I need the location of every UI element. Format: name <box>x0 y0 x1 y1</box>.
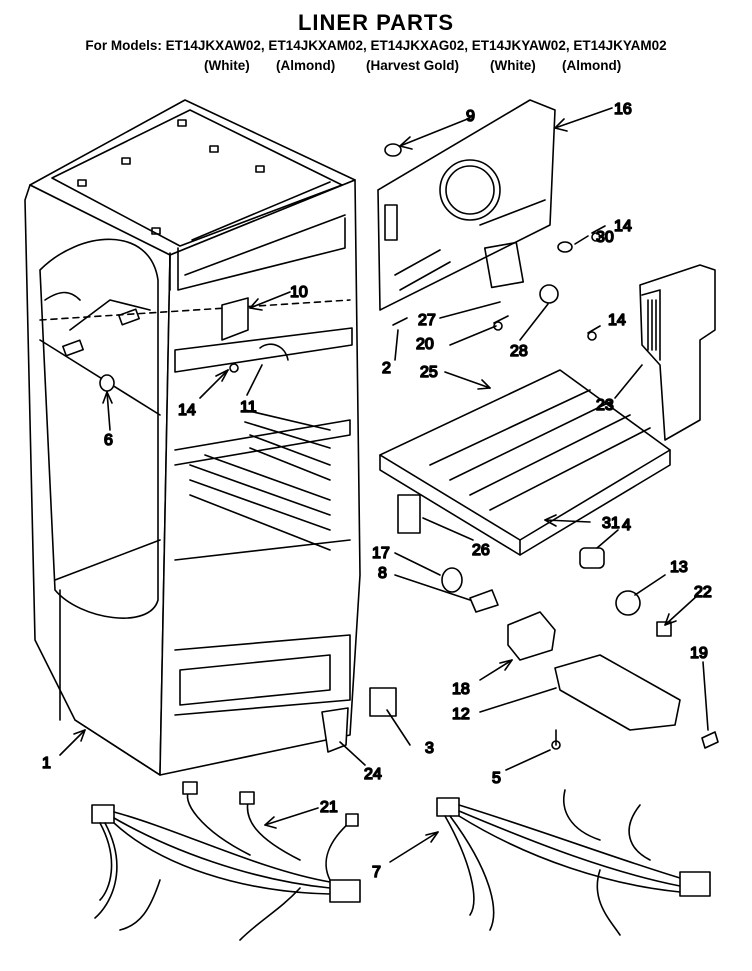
callout-9: 9 <box>466 108 475 125</box>
callout-14-c: 14 <box>608 312 626 329</box>
refrigerator-liner <box>24 99 361 776</box>
callout-19: 19 <box>690 645 708 662</box>
callout-17: 17 <box>372 545 390 562</box>
callout-4: 4 <box>622 517 631 534</box>
callout-10: 10 <box>290 284 308 301</box>
callout-30: 30 <box>596 229 614 246</box>
shelf-assembly-part-25 <box>379 369 671 556</box>
color-label-white-1: (White) <box>204 58 250 73</box>
callout-24: 24 <box>364 766 382 783</box>
callout-14-b: 14 <box>614 218 632 235</box>
callout-labels: 1 2 3 4 5 6 7 8 9 10 11 12 13 14 14 14 1… <box>41 100 712 882</box>
model-list: For Models: ET14JKXAW02, ET14JKXAM02, ET… <box>0 38 752 53</box>
callout-11: 11 <box>240 399 257 416</box>
callout-7: 7 <box>372 864 381 881</box>
callout-8: 8 <box>378 565 387 582</box>
models-numbers: ET14JKXAW02, ET14JKXAM02, ET14JKXAG02, E… <box>165 38 667 53</box>
callout-12: 12 <box>452 706 470 723</box>
color-label-harvest-gold: (Harvest Gold) <box>366 58 460 73</box>
callout-14-a: 14 <box>178 402 196 419</box>
callout-3: 3 <box>425 740 434 757</box>
leader-lines <box>59 107 709 863</box>
wire-harness-part-21 <box>91 781 361 941</box>
callout-21: 21 <box>320 799 338 816</box>
rear-panel-part-16 <box>377 99 556 311</box>
callout-20: 20 <box>416 336 434 353</box>
callout-13: 13 <box>670 559 688 576</box>
small-parts <box>99 143 719 753</box>
color-label-almond-2: (Almond) <box>562 58 622 73</box>
callout-16: 16 <box>614 101 632 118</box>
vent-cover-part-23 <box>639 264 716 441</box>
wire-harness-part-7 <box>436 789 711 936</box>
callout-28: 28 <box>510 343 528 360</box>
callout-18: 18 <box>452 681 470 698</box>
page-title: LINER PARTS <box>297 10 455 35</box>
callout-27: 27 <box>418 312 436 329</box>
color-label-almond-1: (Almond) <box>276 58 336 73</box>
callout-22: 22 <box>694 584 712 601</box>
models-prefix: For Models: <box>85 38 162 53</box>
callout-25: 25 <box>420 364 438 381</box>
callout-31: 31 <box>602 515 620 532</box>
callout-2: 2 <box>382 360 391 377</box>
callout-26: 26 <box>472 542 490 559</box>
callout-23: 23 <box>596 397 614 414</box>
callout-6: 6 <box>104 432 113 449</box>
callout-5: 5 <box>492 770 501 787</box>
callout-1: 1 <box>42 755 51 772</box>
color-label-white-2: (White) <box>490 58 536 73</box>
